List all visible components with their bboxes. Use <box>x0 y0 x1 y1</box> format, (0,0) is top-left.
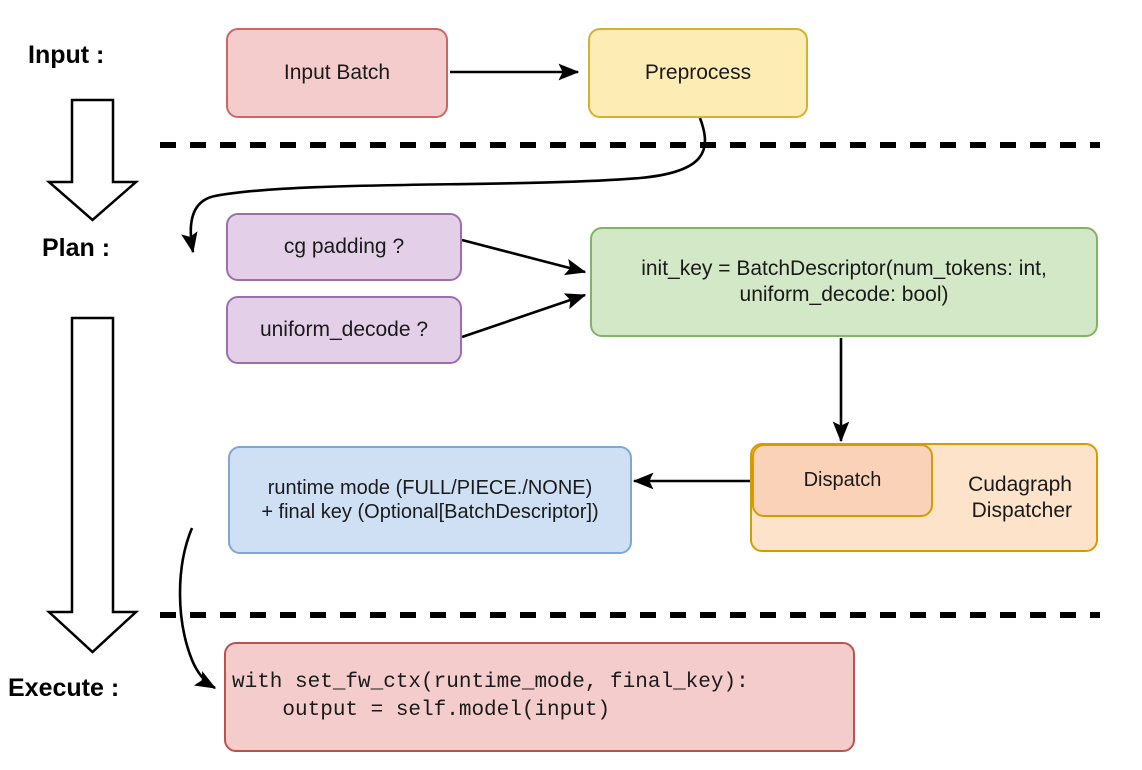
node-init-key[interactable]: init_key = BatchDescriptor(num_tokens: i… <box>590 227 1098 337</box>
node-dispatch[interactable]: Dispatch <box>752 444 933 517</box>
node-cudagraph-dispatcher-line1: Cudagraph <box>968 472 1072 496</box>
node-input-batch-label: Input Batch <box>283 61 391 85</box>
node-preprocess[interactable]: Preprocess <box>588 28 808 118</box>
node-cudagraph-dispatcher-line2: Dispatcher <box>971 498 1072 522</box>
node-execute-code[interactable]: with set_fw_ctx(runtime_mode, final_key)… <box>224 642 855 752</box>
node-execute-code-line1: with set_fw_ctx(runtime_mode, final_key)… <box>232 670 749 694</box>
plan-to-execute-flow-arrow <box>45 316 140 654</box>
input-to-plan-flow-arrow <box>45 98 140 222</box>
node-runtime-mode-line2: + final key (Optional[BatchDescriptor]) <box>261 501 599 523</box>
stage-label-execute: Execute : <box>8 674 120 702</box>
node-init-key-line2: uniform_decode: bool) <box>739 283 949 306</box>
node-execute-code-line2: output = self.model(input) <box>232 699 611 722</box>
node-runtime-mode[interactable]: runtime mode (FULL/PIECE./NONE) + final … <box>228 446 632 554</box>
node-uniform-decode[interactable]: uniform_decode ? <box>226 296 462 364</box>
node-init-key-line1: init_key = BatchDescriptor(num_tokens: i… <box>641 257 1047 281</box>
edge-runtime-mode-to-execute-code <box>178 527 217 690</box>
node-cg-padding-label: cg padding ? <box>283 235 405 259</box>
edge-uniform-decode-to-init-key <box>461 293 587 339</box>
edge-cg-padding-to-init-key <box>461 238 587 276</box>
node-dispatch-label: Dispatch <box>803 469 882 492</box>
node-cg-padding[interactable]: cg padding ? <box>226 213 462 281</box>
node-runtime-mode-line1: runtime mode (FULL/PIECE./NONE) <box>267 476 593 499</box>
stage-label-plan: Plan : <box>42 234 111 262</box>
node-preprocess-label: Preprocess <box>644 61 752 85</box>
stage-label-input: Input : <box>28 41 105 69</box>
node-uniform-decode-label: uniform_decode ? <box>259 318 429 342</box>
node-input-batch[interactable]: Input Batch <box>226 28 448 118</box>
